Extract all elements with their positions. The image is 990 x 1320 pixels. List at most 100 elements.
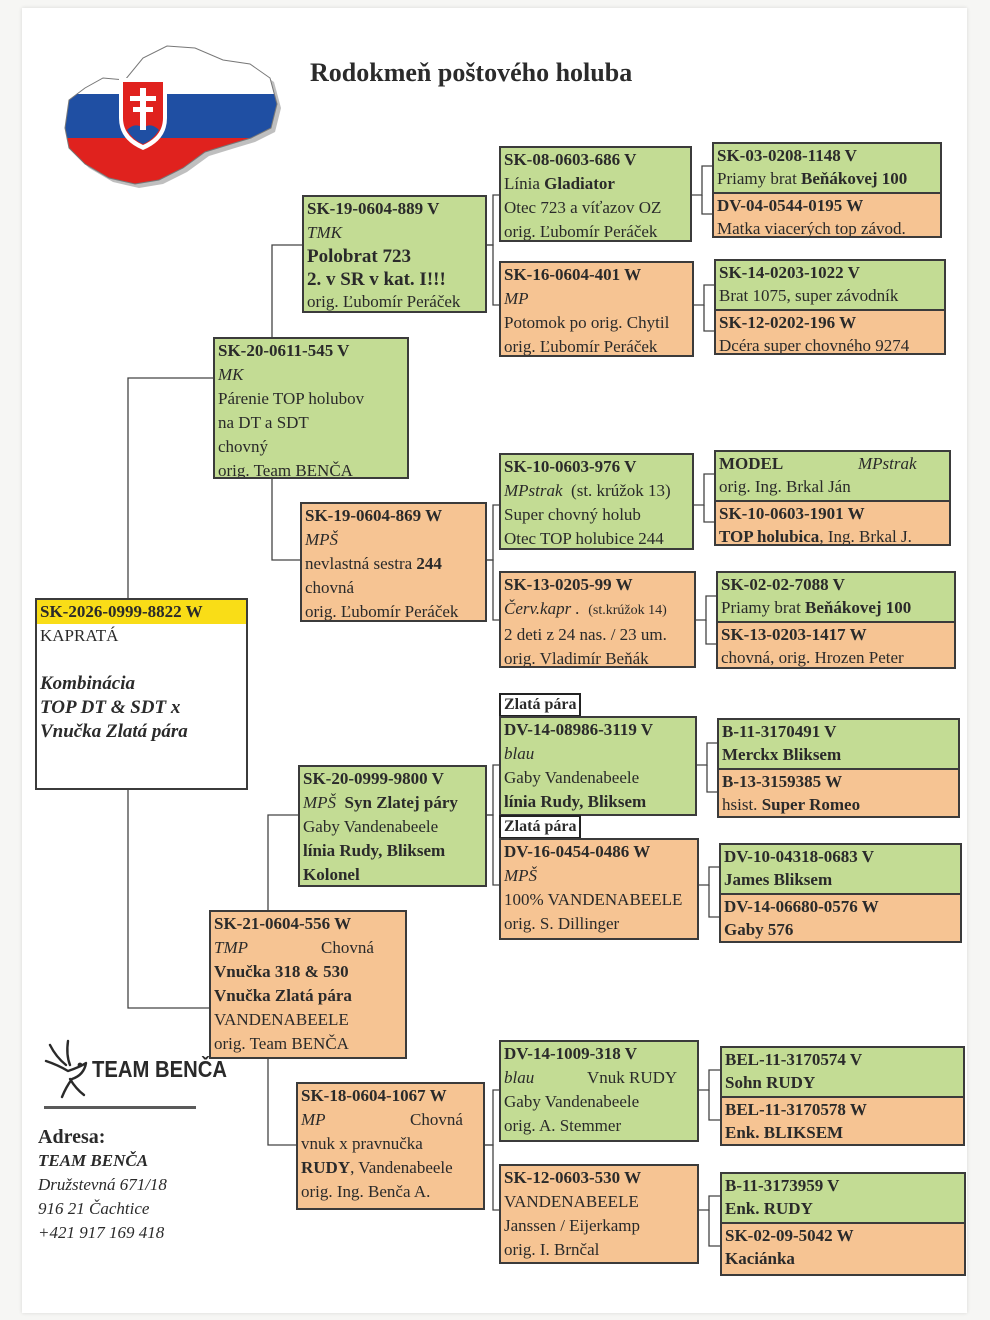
- coat-of-arms-icon: [119, 78, 167, 150]
- address-team: TEAM BENČA: [38, 1151, 149, 1170]
- sdd-line: 2 deti z 24 nas. / 23 um.: [504, 625, 667, 644]
- sss-line: Línia: [504, 174, 545, 193]
- sire-card: SK-20-0611-545 V MK Párenie TOP holubov …: [213, 337, 409, 479]
- dam-color: TMP: [214, 938, 248, 957]
- dam-note: Chovná: [321, 938, 374, 957]
- g4-ring-number: B-13-3159385 W: [722, 772, 843, 791]
- ssd-line: Potomok po orig. Chytil: [504, 313, 670, 332]
- address-street: Družstevná 671/18: [38, 1175, 167, 1194]
- g4-ring-number: SK-10-0603-1901 W: [719, 504, 865, 523]
- sdd-line: orig. Vladimír Beňák: [504, 649, 649, 668]
- g4-text: Brat 1075, super závodník: [719, 286, 899, 305]
- sd-line: chovná: [305, 578, 355, 597]
- ds-line: Kolonel: [303, 865, 360, 884]
- sd-line-bold: 244: [416, 554, 442, 573]
- dsd-line: orig. S. Dillinger: [504, 914, 620, 933]
- sd-color: MPŠ: [305, 530, 339, 549]
- dam-line: VANDENABEELE: [214, 1010, 349, 1029]
- dam-line: Vnučka Zlatá pára: [214, 986, 352, 1005]
- dds-note: Vnuk RUDY: [587, 1068, 678, 1087]
- ds-ring-number: SK-20-0999-9800 V: [303, 769, 444, 788]
- address-phone: +421 917 169 418: [38, 1223, 165, 1242]
- sire-sire-card: SK-19-0604-889 V TMK Polobrat 723 2. v S…: [302, 195, 487, 313]
- sd-line: orig. Ľubomír Peráček: [305, 602, 459, 621]
- ss-line: Polobrat 723: [307, 246, 411, 267]
- sds-line: Otec TOP holubice 244: [504, 529, 664, 548]
- ddd-ring-number: SK-12-0603-530 W: [504, 1168, 642, 1187]
- dss-card: DV-14-08986-3119 V blau Gaby Vandenabeel…: [499, 716, 697, 816]
- subject-ring-number: SK-2026-0999-8822 W: [37, 600, 246, 624]
- sds-line: Super chovný holub: [504, 505, 641, 524]
- sdd-card: SK-13-0205-99 W Červ.kapr . (st.krúžok 1…: [499, 571, 696, 668]
- sdd-ring-number: SK-13-0205-99 W: [504, 575, 633, 594]
- ddd-card: SK-12-0603-530 W VANDENABEELE Janssen / …: [499, 1164, 699, 1264]
- sd-line: nevlastná sestra: [305, 554, 417, 573]
- g4-text-bold: Beňákovej 100: [801, 169, 908, 188]
- address-heading: Adresa:: [38, 1126, 106, 1148]
- g4-ring-number: SK-03-0208-1148 V: [717, 146, 857, 165]
- sire-line: orig. Team BENČA: [218, 461, 353, 479]
- g4-text: chovná, orig. Hrozen Peter: [721, 648, 904, 667]
- dove-logo-icon: [44, 1039, 88, 1099]
- subject-desc-line: TOP DT & SDT x: [40, 697, 181, 718]
- sss-line: Otec 723 a víťazov OZ: [504, 198, 662, 217]
- g4-text: Sohn RUDY: [725, 1073, 816, 1092]
- dds-line: orig. A. Stemmer: [504, 1116, 622, 1135]
- sss-ring-number: SK-08-0603-686 V: [504, 150, 637, 169]
- g4-ring-number: SK-02-09-5042 W: [725, 1226, 854, 1245]
- g4-text: Matka viacerých top závod.: [717, 219, 906, 236]
- dam-line: orig. Team BENČA: [214, 1034, 349, 1053]
- ds-line: línia Rudy, Bliksem: [303, 841, 446, 860]
- g4-pair-card: SK-03-0208-1148 V Priamy brat Beňákovej 1…: [712, 142, 942, 238]
- sds-card: SK-10-0603-976 V MPstrak (st. krúžok 13)…: [499, 453, 694, 550]
- sss-line-bold: Gladiator: [544, 174, 615, 193]
- dss-line: línia Rudy, Bliksem: [504, 792, 647, 811]
- slovakia-flag-map: [64, 45, 281, 188]
- ddd-line: VANDENABEELE: [504, 1192, 639, 1211]
- ss-line: 2. v SR v kat. I!!!: [307, 269, 446, 290]
- g4-ring-number: DV-10-04318-0683 V: [724, 847, 874, 866]
- dd-note: Chovná: [410, 1110, 463, 1129]
- ss-ring-number: SK-19-0604-889 V: [307, 199, 440, 218]
- dds-line: Gaby Vandenabeele: [504, 1092, 640, 1111]
- ss-color: TMK: [307, 223, 342, 242]
- dd-line: vnuk x pravnučka: [301, 1134, 423, 1153]
- subject-desc-line: Kombinácia: [40, 673, 136, 694]
- ds-color: MPŠ: [303, 793, 337, 812]
- ssd-ring-number: SK-16-0604-401 W: [504, 265, 642, 284]
- ddd-line: orig. I. Brnčal: [504, 1240, 600, 1259]
- ddd-line: Janssen / Eijerkamp: [504, 1216, 640, 1235]
- g4-text: Kaciánka: [725, 1249, 795, 1268]
- dd-color: MP: [301, 1110, 326, 1129]
- g4-ring-note: MPstrak: [858, 454, 917, 473]
- golden-pair-tag: Zlatá pára: [499, 815, 582, 839]
- logo-underline: [44, 1106, 196, 1109]
- ssd-line: orig. Ľubomír Peráček: [504, 337, 658, 356]
- g4-text: orig. Ing. Brkal Ján: [719, 477, 851, 496]
- ssd-color: MP: [504, 289, 529, 308]
- sire-line: na DT a SDT: [218, 413, 309, 432]
- g4-ring-number: SK-13-0203-1417 W: [721, 625, 867, 644]
- page-title: Rodokmeň poštového holuba: [310, 58, 633, 87]
- g4-ring-number: BEL-11-3170574 V: [725, 1050, 863, 1069]
- sdd-color: Červ.kapr .: [504, 599, 580, 618]
- subject-pigeon-card: SK-2026-0999-8822 W KAPRATÁ Kombinácia T…: [35, 598, 248, 790]
- sire-ring-number: SK-20-0611-545 V: [218, 341, 350, 360]
- g4-text: Priamy brat: [717, 169, 802, 188]
- g4-text: Enk. BLIKSEM: [725, 1123, 844, 1142]
- dam-line: Vnučka 318 & 530: [214, 962, 349, 981]
- sdd-note: (st.krúžok 14): [588, 603, 667, 618]
- g4-ring-number: B-11-3173959 V: [725, 1176, 840, 1195]
- g4-ring-number: SK-02-02-7088 V: [721, 575, 845, 594]
- dam-sire-card: SK-20-0999-9800 V MPŠ Syn Zlatej páry Ga…: [298, 765, 487, 887]
- ds-note: Syn Zlatej páry: [344, 793, 458, 812]
- address-block: Adresa: TEAM BENČA Družstevná 671/18 916…: [38, 1125, 167, 1245]
- dd-line-bold: RUDY: [301, 1158, 351, 1177]
- g4-text: , Ing. Brkal J.: [819, 527, 912, 544]
